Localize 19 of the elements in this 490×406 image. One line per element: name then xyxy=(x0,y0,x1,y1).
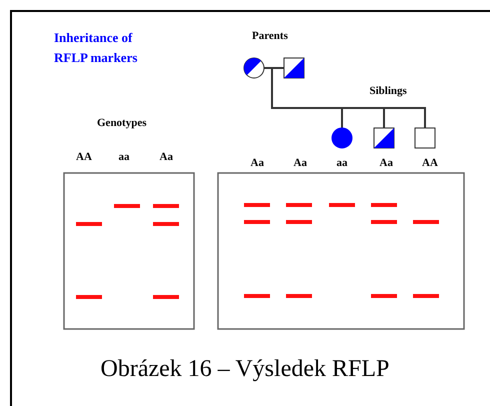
male-symbol xyxy=(414,127,436,149)
genotype-label: AA xyxy=(76,151,92,164)
genotype-label: AA xyxy=(422,157,438,170)
pedigree-line xyxy=(264,67,426,128)
male-symbol xyxy=(373,127,395,149)
genotype-label: Aa xyxy=(160,151,173,164)
genotype-label: Aa xyxy=(250,157,264,170)
figure-caption: Obrázek 16 – Výsledek RFLP xyxy=(100,356,390,382)
genotype-label: Aa xyxy=(294,157,307,170)
genotype-label: aa xyxy=(336,157,348,170)
section-heading: Genotypes xyxy=(97,117,146,130)
female-symbol xyxy=(331,127,353,149)
male-symbol xyxy=(283,57,305,79)
diagram-title: Inheritance of RFLP markers xyxy=(54,29,138,67)
section-heading: Parents xyxy=(252,30,288,42)
genotype-label: Aa xyxy=(380,157,393,170)
section-heading: Siblings xyxy=(370,85,407,98)
female-symbol xyxy=(243,57,265,79)
genotype-label: aa xyxy=(118,151,130,164)
